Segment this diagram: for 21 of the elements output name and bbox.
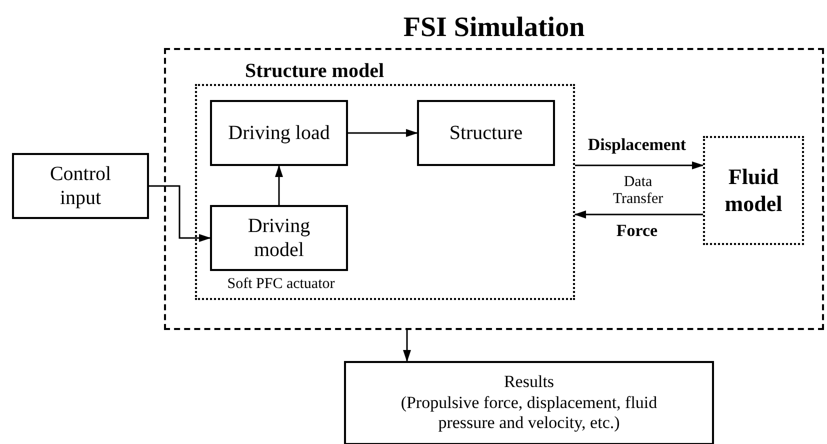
box-label: Fluid model bbox=[724, 164, 784, 217]
section-heading: Structure model bbox=[244, 60, 386, 83]
box-label: Structure bbox=[449, 121, 523, 145]
model-box bbox=[703, 136, 804, 245]
arrow bbox=[275, 165, 283, 205]
box-label: Driving model bbox=[246, 214, 312, 262]
box-label: Results bbox=[502, 372, 556, 393]
process-box bbox=[210, 100, 348, 166]
results-box bbox=[344, 361, 714, 444]
arrow bbox=[575, 161, 704, 170]
node-label: Soft PFC actuator bbox=[226, 275, 336, 293]
arrow bbox=[149, 185, 211, 242]
box-label: Control input bbox=[48, 162, 112, 210]
process-box bbox=[12, 153, 149, 219]
box-label: Driving load bbox=[228, 121, 330, 145]
box-text: (Propulsive force, displacement, fluid pressure and velocity, etc.) bbox=[400, 392, 658, 434]
arrow bbox=[574, 210, 703, 218]
arrow bbox=[403, 330, 411, 362]
arrow bbox=[348, 129, 418, 137]
process-box bbox=[417, 100, 555, 166]
diagram-title: FSI Simulation bbox=[402, 12, 586, 44]
